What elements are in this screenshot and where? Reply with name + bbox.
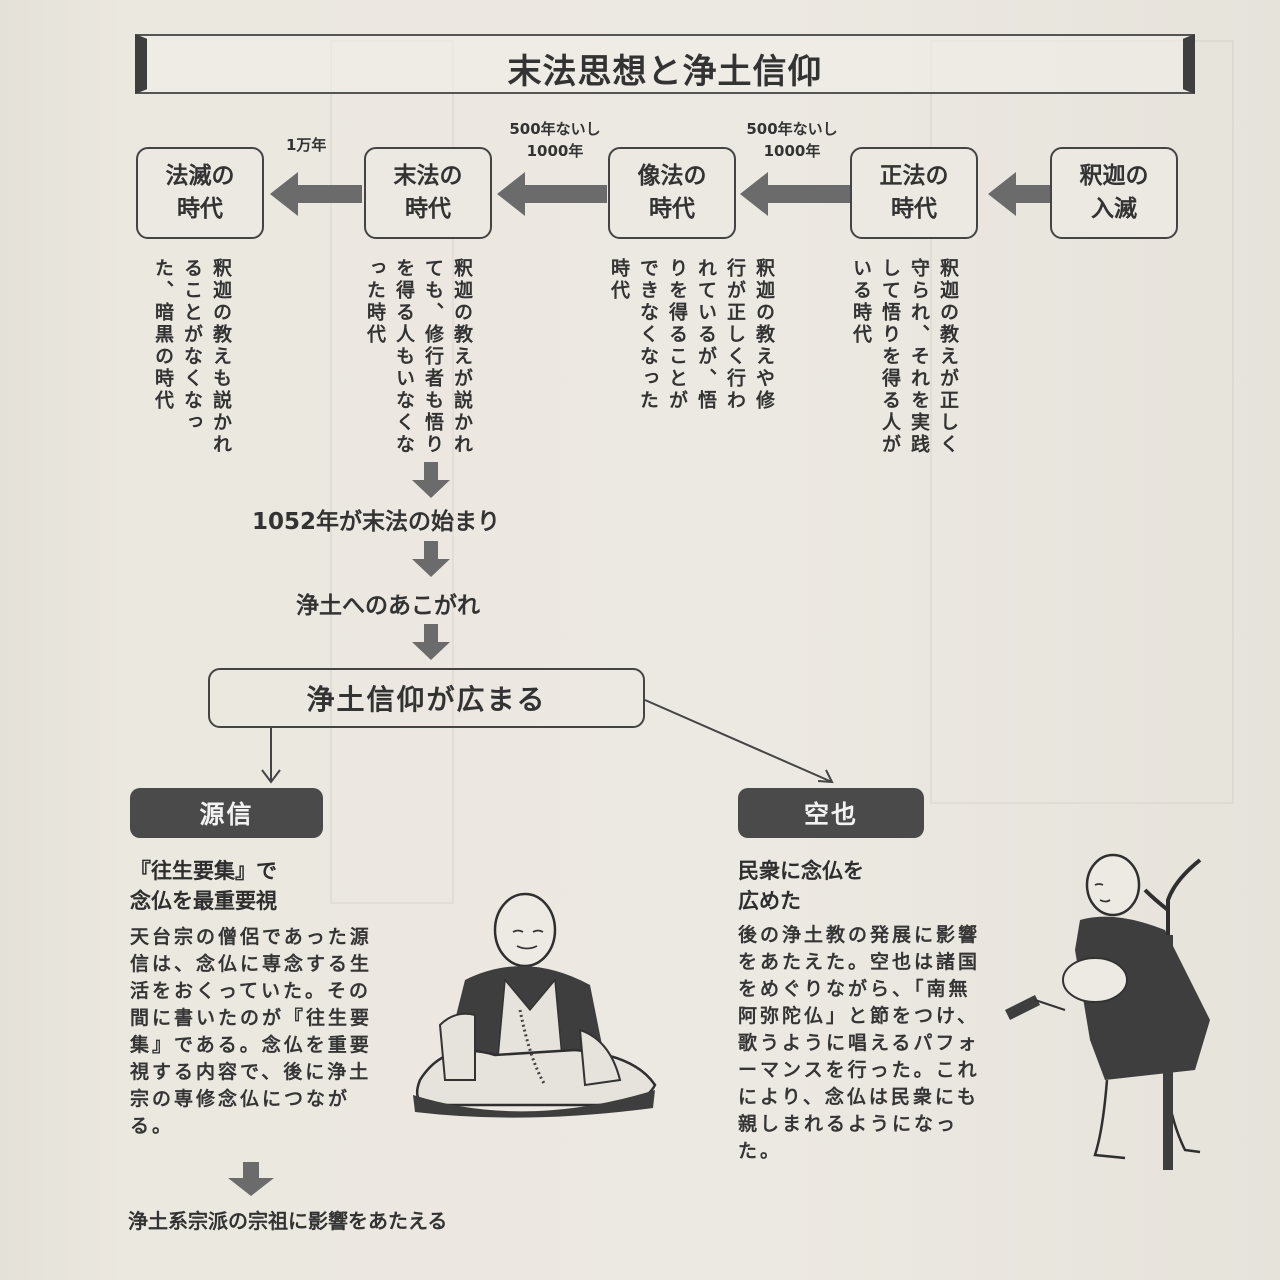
pure-land-spread-box: 浄土信仰が広まる xyxy=(208,668,645,728)
era-description-zoho: 釈迦の教えや修行が正しく行われているが、悟りを得ることができなくなった時代 xyxy=(608,258,775,412)
longing-text: 浄土へのあこがれ xyxy=(296,593,480,619)
era-label: 時代 xyxy=(177,196,223,222)
era-box-hometsu: 法滅の 時代 xyxy=(136,147,264,239)
left-arrow-icon xyxy=(270,172,362,216)
conclusion-text: 浄土系宗派の宗祖に影響をあたえる xyxy=(128,1209,448,1233)
genshin-name-tag: 源信 xyxy=(130,788,323,838)
down-arrow-icon xyxy=(228,1162,274,1196)
era-label: 正法の xyxy=(879,163,949,189)
era-description-shobo: 釈迦の教えが正しく守られ、それを実践して悟りを得る人がいる時代 xyxy=(850,258,959,456)
era-label: 時代 xyxy=(891,196,937,222)
era-label: 時代 xyxy=(649,196,695,222)
duration-label: 1万年 xyxy=(286,136,327,154)
duration-label: 500年ないし 1000年 xyxy=(490,118,620,162)
era-label: 釈迦の xyxy=(1079,163,1149,189)
heading-line: 念仏を最重要視 xyxy=(130,889,277,913)
duration-line: 500年ないし xyxy=(509,120,601,138)
era-box-shobo: 正法の 時代 xyxy=(850,147,978,239)
era-box-mappo: 末法の 時代 xyxy=(364,147,492,239)
kuya-body: 後の浄土教の発展に影響をあたえた。空也は諸国をめぐりながら、「南無阿弥陀仏」と節… xyxy=(738,924,981,1162)
title-banner: 末法思想と浄土信仰 xyxy=(135,34,1195,94)
era-box-nyumetsu: 釈迦の 入滅 xyxy=(1050,147,1178,239)
heading-line: 広めた xyxy=(738,889,801,913)
kuya-heading: 民衆に念仏を 広めた xyxy=(738,856,864,916)
era-description-hometsu: 釈迦の教えも説かれることがなくなった、暗黒の時代 xyxy=(152,258,232,456)
left-arrow-icon xyxy=(988,172,1050,216)
heading-line: 民衆に念仏を xyxy=(738,859,864,883)
era-label: 法滅の xyxy=(165,163,235,189)
left-arrow-icon xyxy=(497,172,607,216)
duration-line: 1000年 xyxy=(526,142,584,160)
duration-line: 500年ないし xyxy=(746,120,838,138)
walking-monk-illustration xyxy=(1005,853,1210,1170)
down-arrow-icon xyxy=(412,462,450,498)
seated-monk-illustration xyxy=(413,892,657,1118)
duration-label: 500年ないし 1000年 xyxy=(727,118,857,162)
era-box-zoho: 像法の 時代 xyxy=(608,147,736,239)
era-label: 末法の xyxy=(393,163,463,189)
genshin-body: 天台宗の僧侶であった源信は、念仏に専念する生活をおくっていた。その間に書いたのが… xyxy=(130,926,373,1137)
left-arrow-icon xyxy=(740,172,850,216)
kuya-name-tag: 空也 xyxy=(738,788,924,838)
down-arrow-icon xyxy=(412,624,450,660)
era-label: 像法の xyxy=(637,163,707,189)
era-description-mappo: 釈迦の教えが説かれても、修行者も悟りを得る人もいなくなった時代 xyxy=(364,258,473,456)
genshin-heading: 『往生要集』で 念仏を最重要視 xyxy=(130,856,277,916)
heading-line: 『往生要集』で xyxy=(130,859,277,883)
duration-line: 1000年 xyxy=(763,142,821,160)
mappo-start-text: 1052年が末法の始まり xyxy=(252,509,501,535)
era-label: 入滅 xyxy=(1091,196,1137,222)
down-arrow-icon xyxy=(412,541,450,577)
page-title: 末法思想と浄土信仰 xyxy=(507,52,823,92)
era-label: 時代 xyxy=(405,196,451,222)
